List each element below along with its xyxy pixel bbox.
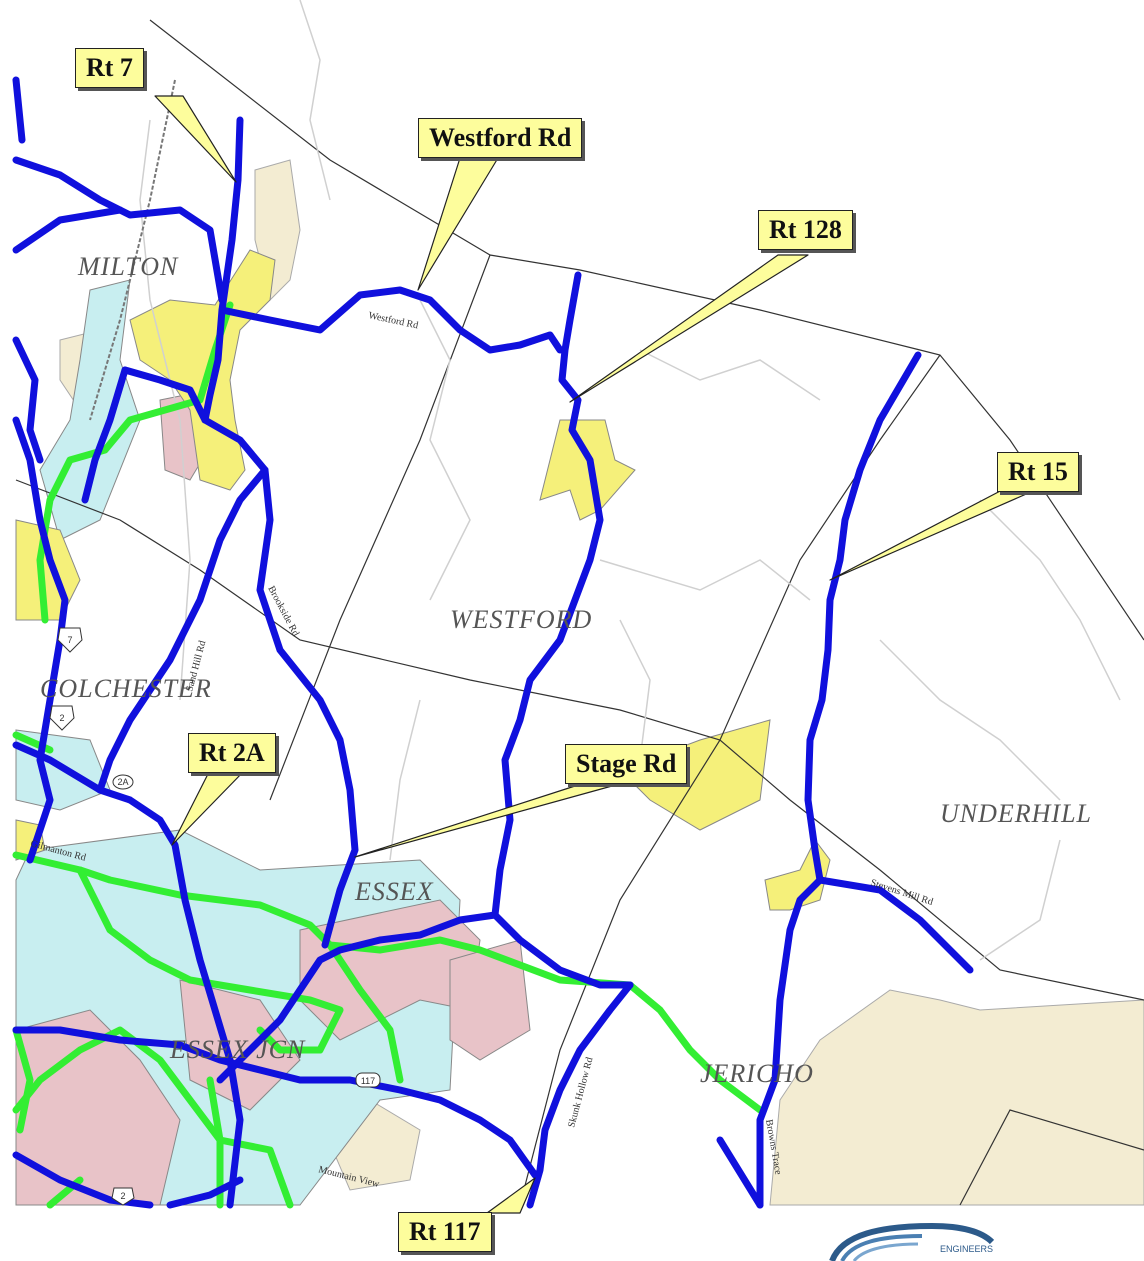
logo-text: ENGINEERS (940, 1244, 993, 1254)
us-7-shield: 7 (57, 627, 83, 653)
svg-text:2: 2 (120, 1191, 125, 1201)
town-essex-jct: ESSEX JCN (169, 1035, 306, 1064)
svg-text:7: 7 (67, 635, 72, 645)
town-underhill: UNDERHILL (940, 799, 1092, 828)
railroad (89, 79, 176, 421)
callout-rt7: Rt 7 (75, 48, 144, 88)
town-boundaries (15, 19, 1144, 1206)
town-westford: WESTFORD (450, 605, 592, 634)
vt-117-shield: 117 (355, 1072, 381, 1088)
us-2-shield: 2 (49, 705, 75, 731)
callout-pointers (154, 95, 1041, 1214)
route-shields: 7 2 2A 117 2 (49, 627, 381, 1206)
callout-rt15: Rt 15 (997, 452, 1079, 492)
town-milton: MILTON (77, 252, 179, 281)
minor-roads (139, 0, 1121, 961)
blue-routes (12, 76, 974, 1209)
land-use-zones (15, 159, 1144, 1206)
us-2-south-shield: 2 (111, 1187, 135, 1206)
town-jericho: JERICHO (700, 1059, 814, 1088)
callout-rt117: Rt 117 (398, 1212, 492, 1252)
town-colchester: COLCHESTER (40, 674, 212, 703)
town-labels: MILTON WESTFORD COLCHESTER UNDERHILL ESS… (40, 252, 1092, 1088)
company-logo: ENGINEERS (822, 1222, 1052, 1261)
callout-rt2a: Rt 2A (188, 733, 276, 773)
callout-stage-rd: Stage Rd (565, 744, 688, 784)
callout-westford-rd: Westford Rd (418, 118, 583, 158)
callout-rt128: Rt 128 (758, 210, 853, 250)
town-essex: ESSEX (354, 877, 434, 906)
svg-text:2: 2 (59, 713, 64, 723)
vt-2a-shield: 2A (112, 774, 134, 790)
svg-text:117: 117 (361, 1076, 375, 1086)
svg-text:2A: 2A (117, 777, 128, 787)
